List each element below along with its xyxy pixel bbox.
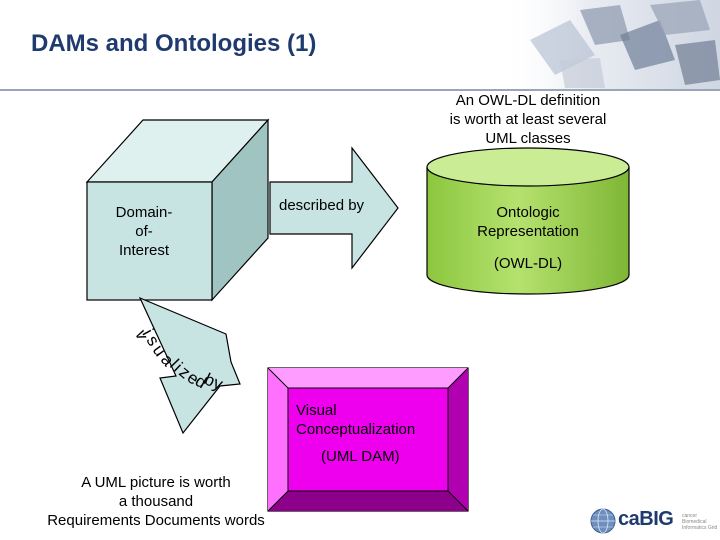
note-line: is worth at least several — [449, 111, 607, 128]
note-line: A UML picture is worth — [81, 474, 231, 491]
cabig-logo: caBIG cancer Biomedical Informatics Grid — [590, 505, 720, 540]
slide-title: DAMs and Ontologies (1) — [31, 30, 317, 57]
domain-label: Domain- of- Interest — [96, 203, 192, 260]
ontology-cylinder — [426, 147, 630, 295]
described-by-label: described by — [279, 197, 365, 214]
visual-line: (UML DAM) — [321, 448, 400, 465]
note-line: An OWL-DL definition — [455, 92, 601, 109]
note-line: a thousand — [118, 493, 194, 510]
globe-icon — [590, 508, 616, 534]
domain-line: Interest — [118, 242, 170, 259]
described-by-arrow — [269, 146, 399, 270]
visualized-by-arrow — [138, 296, 241, 435]
note-line: UML classes — [485, 130, 571, 147]
ontology-line: Representation — [477, 223, 579, 240]
note-line: Requirements Documents words — [47, 512, 265, 529]
logo-wordmark: caBIG — [618, 508, 674, 530]
uml-note: A UML picture is worth a thousand Requir… — [26, 473, 286, 530]
uml-dam-frame — [267, 367, 469, 512]
domain-cube — [85, 118, 270, 302]
owl-dl-note: An OWL-DL definition is worth at least s… — [418, 91, 638, 148]
title-divider — [0, 89, 720, 91]
domain-line: Domain- — [115, 204, 173, 221]
domain-line: of- — [135, 223, 153, 240]
header-decoration — [500, 0, 720, 90]
ontology-line: Ontologic — [496, 204, 560, 221]
ontology-label: Ontologic Representation (OWL-DL) — [440, 203, 616, 273]
visual-line: Conceptualization — [296, 421, 416, 438]
visual-label: Visual Conceptualization (UML DAM) — [296, 401, 446, 466]
ontology-line: (OWL-DL) — [493, 255, 563, 272]
visual-line: Visual — [296, 402, 337, 419]
logo-tagline: cancer Biomedical Informatics Grid — [682, 513, 718, 531]
